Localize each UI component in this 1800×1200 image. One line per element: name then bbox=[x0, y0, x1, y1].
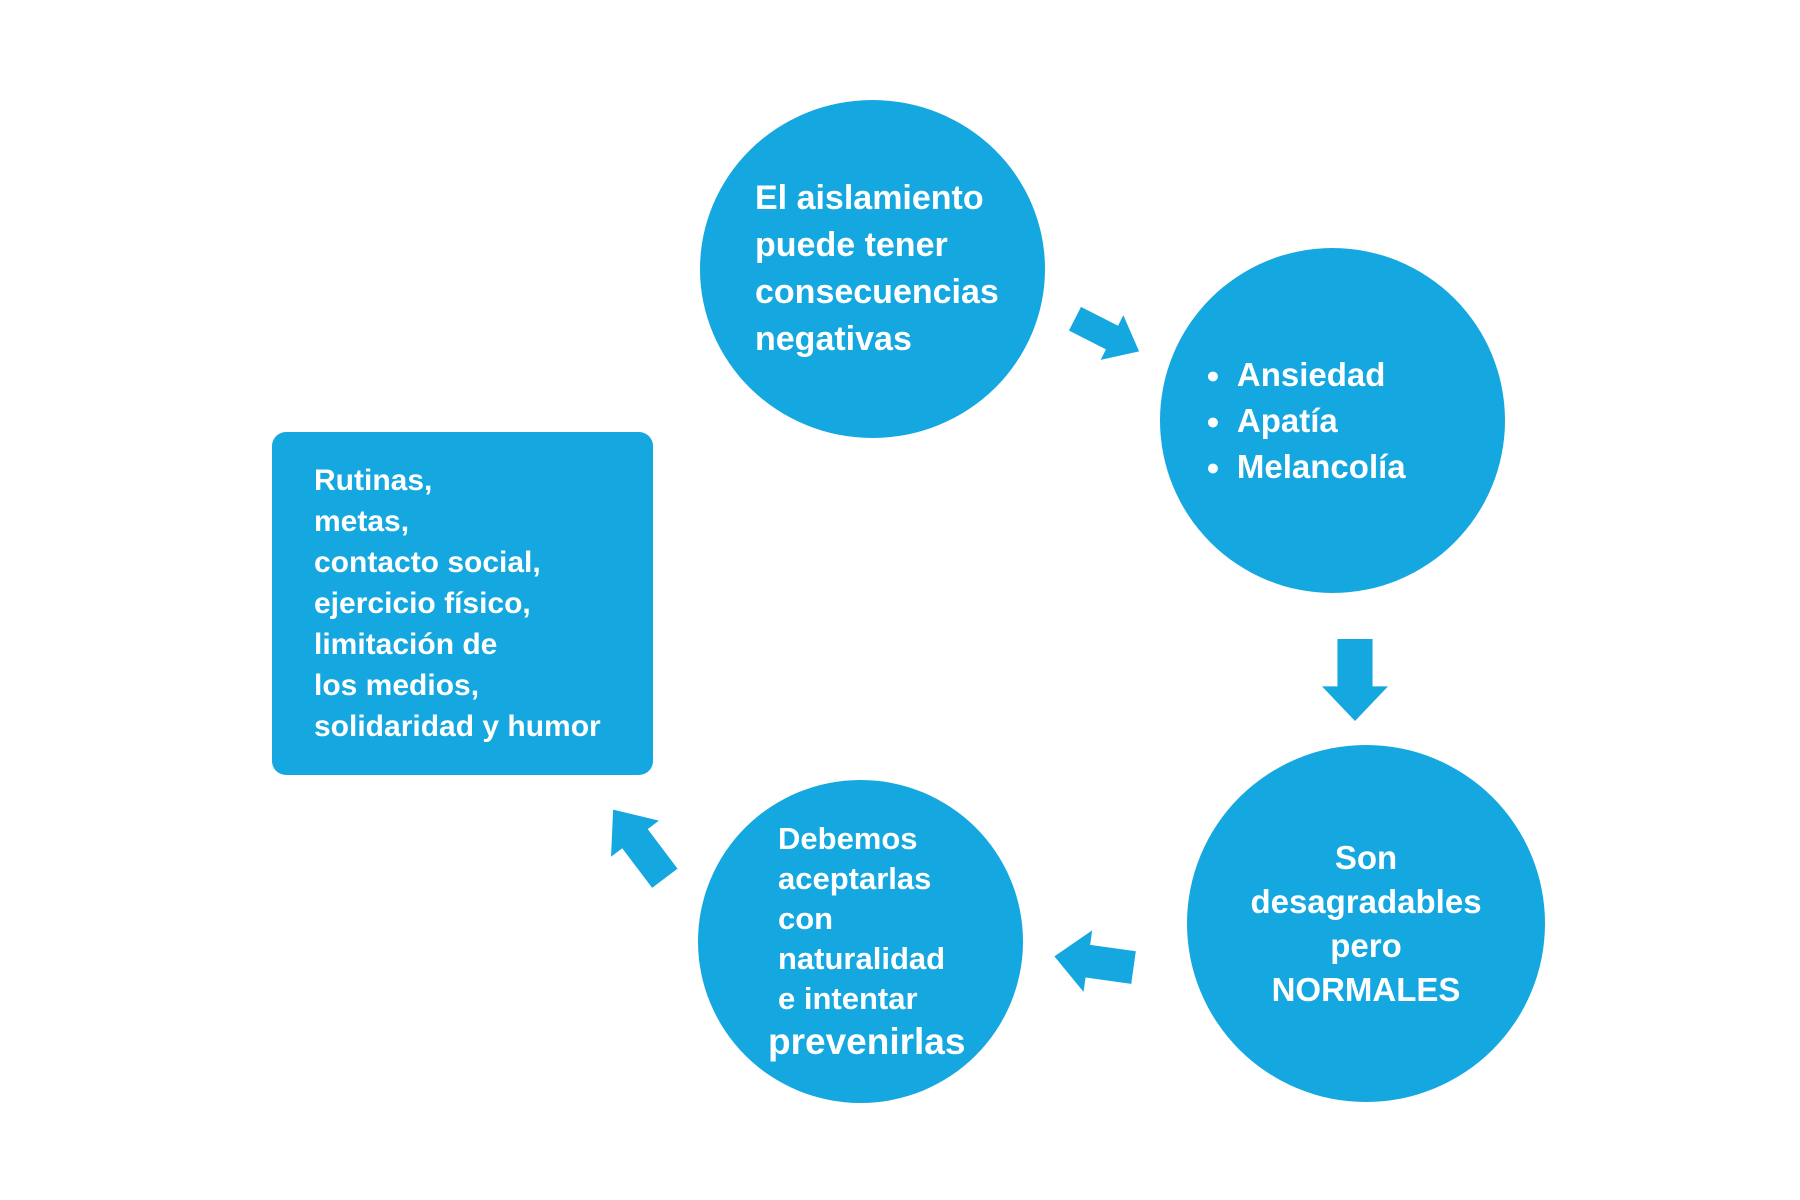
node-estrategias-line: metas, bbox=[314, 505, 410, 538]
node-isolation-line: negativas bbox=[755, 320, 912, 358]
node-isolation-line: puede tener bbox=[755, 226, 948, 264]
node-aceptarlas-line: naturalidad bbox=[778, 940, 946, 976]
node-normales-line: Son bbox=[1334, 838, 1398, 876]
node-aceptarlas-line: aceptarlas bbox=[778, 860, 932, 896]
node-normales-line: NORMALES bbox=[1271, 970, 1461, 1008]
node-normales: Son desagradables pero NORMALES bbox=[1187, 745, 1545, 1102]
bullet-dot-icon: ● bbox=[1206, 407, 1220, 434]
symptom-label: Ansiedad bbox=[1236, 355, 1386, 393]
node-normales-line: desagradables bbox=[1250, 882, 1482, 920]
symptom-label: Apatía bbox=[1236, 401, 1338, 439]
symptom-row: ● Ansiedad bbox=[1206, 352, 1385, 398]
bullet-dot-icon: ● bbox=[1206, 453, 1220, 480]
node-isolation-line: El aislamiento bbox=[755, 179, 984, 217]
node-aceptarlas: Debemos aceptarlas con naturalidad e int… bbox=[698, 780, 1023, 1103]
symptom-label: Melancolía bbox=[1236, 447, 1406, 485]
arrow-left-icon bbox=[1054, 930, 1136, 992]
node-estrategias-line: solidaridad y humor bbox=[314, 710, 601, 743]
node-estrategias-line: limitación de bbox=[314, 628, 498, 661]
arrow-up-left-icon bbox=[611, 809, 678, 888]
node-aceptarlas-line: Debemos bbox=[778, 820, 918, 856]
node-estrategias-line: Rutinas, bbox=[314, 464, 433, 497]
symptom-row: ● Melancolía bbox=[1206, 444, 1406, 490]
node-aceptarlas-line: con bbox=[778, 900, 834, 936]
node-estrategias: Rutinas, metas, contacto social, ejercic… bbox=[272, 432, 653, 775]
node-isolation-line: consecuencias bbox=[755, 273, 999, 311]
bullet-dot-icon: ● bbox=[1206, 361, 1220, 388]
node-estrategias-line: los medios, bbox=[314, 669, 480, 702]
node-symptoms: ● Ansiedad ● Apatía ● Melancolía bbox=[1160, 248, 1505, 593]
arrow-down-icon bbox=[1322, 639, 1388, 721]
symptom-row: ● Apatía bbox=[1206, 398, 1338, 444]
node-isolation: El aislamiento puede tener consecuencias… bbox=[700, 100, 1045, 438]
node-aceptarlas-last-line: prevenirlas bbox=[768, 1020, 966, 1062]
node-estrategias-line: contacto social, bbox=[314, 546, 541, 579]
node-aceptarlas-line: e intentar bbox=[778, 980, 918, 1016]
arrow-down-right-icon bbox=[1068, 306, 1140, 360]
node-normales-line: pero bbox=[1330, 926, 1402, 964]
node-estrategias-line: ejercicio físico, bbox=[314, 587, 531, 620]
